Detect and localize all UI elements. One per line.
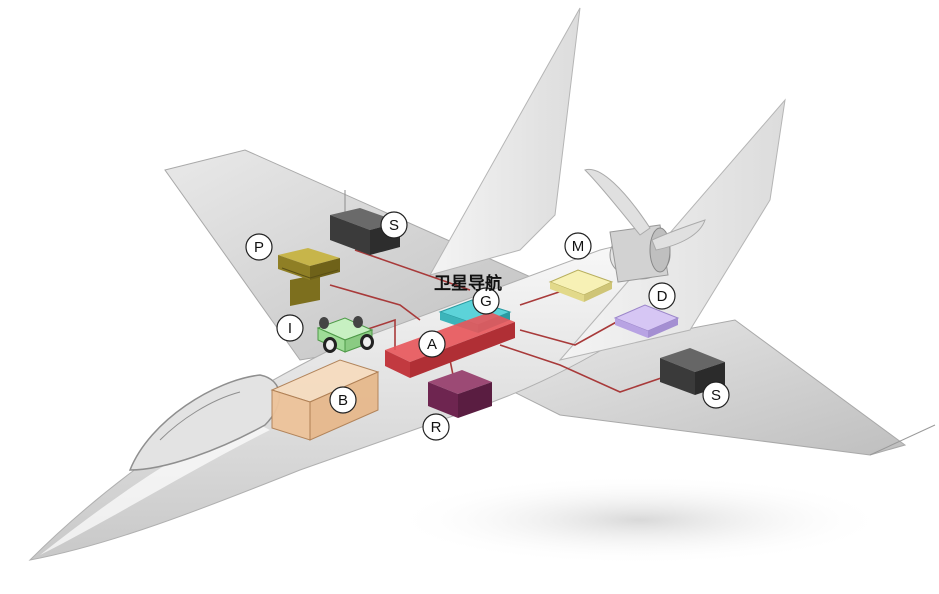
svg-text:M: M [572, 238, 585, 255]
label-g: G [472, 287, 500, 315]
label-p: P [245, 233, 273, 261]
wire-servo-right [499, 344, 671, 393]
wire-imu [364, 318, 396, 350]
motor-controller [548, 269, 614, 302]
wiring [329, 249, 671, 393]
power-module [278, 248, 340, 306]
svg-text:P: P [254, 239, 264, 256]
data-radio [613, 304, 680, 338]
svg-text:R: R [431, 419, 442, 436]
svg-text:A: A [427, 336, 437, 353]
satellite-navigation-annotation: 卫星导航 [434, 273, 502, 294]
tail-fin-right [558, 98, 786, 361]
canopy-frame [159, 391, 241, 441]
label-i: I [276, 314, 304, 342]
svg-text:S: S [711, 387, 721, 404]
tail-fin-left [428, 7, 581, 276]
svg-text:I: I [288, 320, 292, 337]
label-d: D [648, 282, 676, 310]
ground-shadow [390, 475, 890, 565]
wing-edge-line [869, 424, 936, 456]
label-m: M [564, 232, 592, 260]
label-b: B [329, 386, 357, 414]
label-r: R [422, 413, 450, 441]
nose-highlight [40, 420, 270, 555]
svg-text:S: S [389, 217, 399, 234]
wire-power [329, 284, 421, 321]
autopilot-board [385, 312, 515, 378]
wire-data [519, 319, 621, 346]
label-s-right: S [702, 381, 730, 409]
label-s-top: S [380, 211, 408, 239]
imu-sensor [316, 316, 374, 353]
wire-servo-top [354, 249, 471, 291]
svg-text:G: G [480, 293, 492, 310]
receiver-box [428, 370, 492, 418]
propeller [584, 168, 706, 251]
svg-text:D: D [657, 288, 668, 305]
svg-text:B: B [338, 392, 348, 409]
label-a: A [418, 330, 446, 358]
